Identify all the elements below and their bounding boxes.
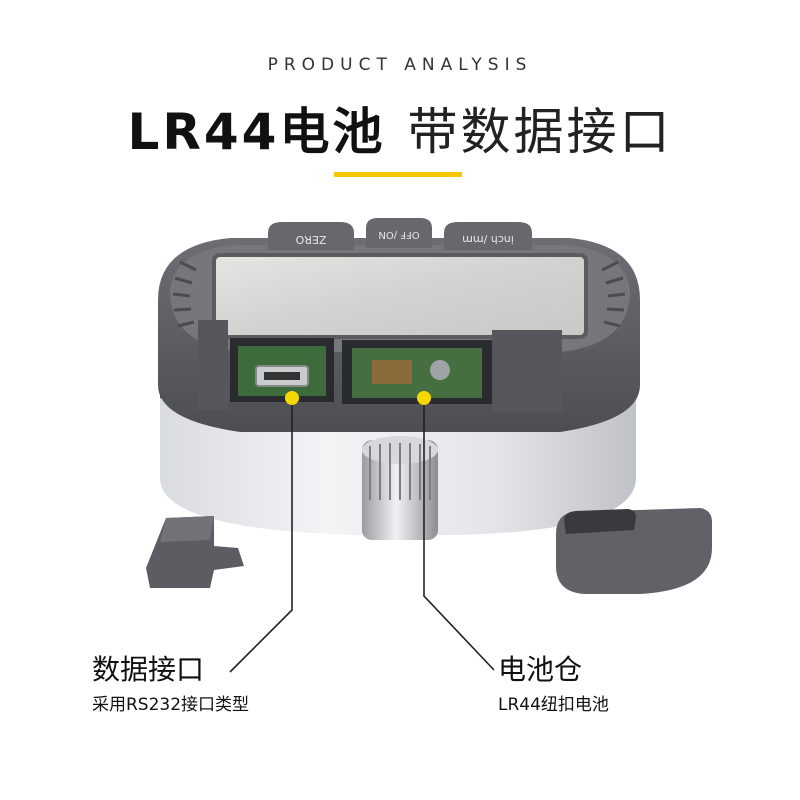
callout-line-right <box>423 398 495 671</box>
subtitle-en: PRODUCT ANALYSIS <box>267 55 533 75</box>
adjust-knob <box>362 436 438 540</box>
inch-button-label: inch /mm <box>462 233 514 246</box>
callout-left-title: 数据接口 <box>92 653 205 686</box>
headline-light: 带数据接口 <box>407 103 673 161</box>
onoff-button-label: OFF /ON <box>378 229 419 240</box>
headline: LR44电池带数据接口 <box>0 92 800 164</box>
port-cover-cap <box>146 516 244 588</box>
top-buttons: ZERO OFF /ON inch /mm <box>268 218 532 250</box>
callout-right-description: LR44纽扣电池 <box>498 695 609 715</box>
battery-cover-cap <box>556 508 712 594</box>
accent-bar <box>334 172 462 177</box>
callout-dot-left <box>285 391 299 405</box>
callout-left: 数据接口 采用RS232接口类型 <box>92 648 249 715</box>
callout-left-description: 采用RS232接口类型 <box>92 695 250 715</box>
battery-cavity <box>342 340 492 404</box>
callout-right-title: 电池仓 <box>498 653 583 686</box>
callout-right: 电池仓 LR44纽扣电池 <box>498 648 609 715</box>
headline-bold: LR44电池 <box>127 103 386 161</box>
zero-button-label: ZERO <box>295 233 326 246</box>
lcd-screen <box>212 253 588 339</box>
callout-line-left <box>229 398 293 673</box>
data-port-cavity <box>230 338 334 402</box>
callout-dot-right <box>417 391 431 405</box>
